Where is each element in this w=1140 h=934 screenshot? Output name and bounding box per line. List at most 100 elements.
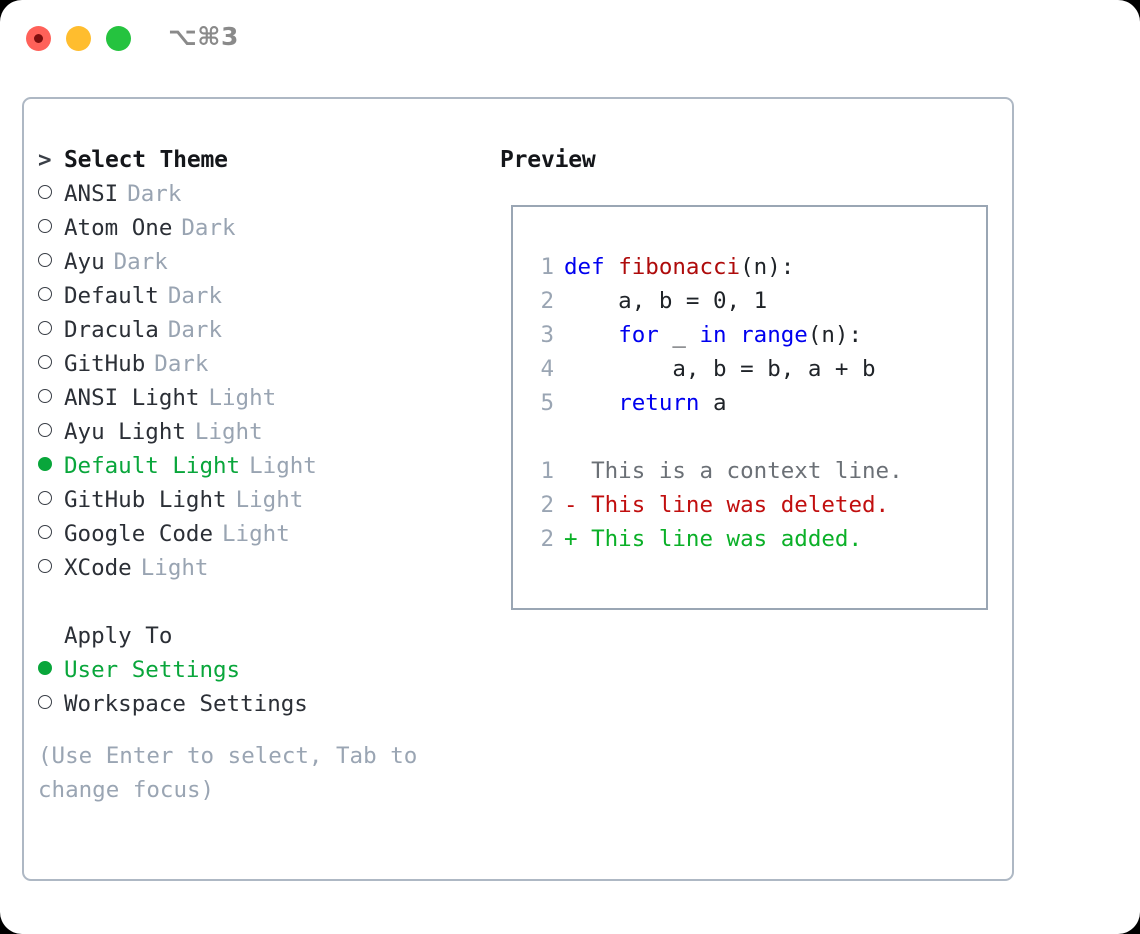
theme-option-label: Atom One [64,215,173,241]
theme-option-default-light[interactable]: Default Light Light [38,453,488,487]
theme-option-default[interactable]: Default Dark [38,283,488,317]
preview-title: Preview [500,147,596,173]
minimize-button[interactable] [66,26,91,51]
line-number: 3 [540,322,554,348]
radio-marker [38,389,52,403]
theme-option-atom-one[interactable]: Atom One Dark [38,215,488,249]
diff-marker [564,458,578,484]
theme-option-ansi-light[interactable]: ANSI Light Light [38,385,488,419]
radio-marker [38,695,52,709]
keyboard-hint: (Use Enter to select, Tab to change focu… [38,743,431,803]
theme-option-ayu[interactable]: Ayu Dark [38,249,488,283]
line-number: 4 [540,356,554,382]
apply-to-title: Apply To [64,623,173,649]
radio-unselected-icon[interactable] [38,283,64,309]
code-token [727,322,741,348]
theme-option-label: Default [64,283,159,309]
radio-selected-icon[interactable] [38,657,64,683]
diff-line: 2+ This line was added. [524,522,903,556]
diff-line: 2- This line was deleted. [524,488,903,522]
radio-unselected-icon[interactable] [38,181,64,207]
radio-marker [38,321,52,335]
maximize-button[interactable] [106,26,131,51]
radio-unselected-icon[interactable] [38,249,64,275]
traffic-lights [26,26,131,51]
theme-option-variant-tag: Light [235,487,304,513]
select-theme-header: > Select Theme [38,147,488,181]
theme-option-variant-tag: Dark [113,249,168,275]
radio-unselected-icon[interactable] [38,487,64,513]
radio-unselected-icon[interactable] [38,419,64,445]
theme-option-label: XCode [64,555,132,581]
radio-marker [38,661,52,675]
radio-unselected-icon[interactable] [38,521,64,547]
apply-to-option-label: User Settings [64,657,241,683]
line-number: 1 [540,458,554,484]
line-number: 1 [540,254,554,280]
theme-option-variant-tag: Dark [154,351,209,377]
radio-marker [38,559,52,573]
radio-marker [38,423,52,437]
theme-option-variant-tag: Light [208,385,277,411]
diff-text: This is a context line. [577,458,903,484]
code-token: range [740,322,808,348]
line-number: 2 [540,526,554,552]
theme-option-label: Ayu [64,249,105,275]
theme-option-label: Google Code [64,521,214,547]
code-token: (n): [807,322,863,348]
code-token [564,322,618,348]
theme-option-variant-tag: Dark [127,181,182,207]
code-token: for [618,322,659,348]
code-token: return [618,390,700,416]
radio-marker [38,287,52,301]
radio-unselected-icon[interactable] [38,215,64,241]
code-token: def [564,254,619,280]
radio-marker [38,219,52,233]
theme-option-label: ANSI Light [64,385,200,411]
theme-option-ansi[interactable]: ANSI Dark [38,181,488,215]
theme-option-label: Dracula [64,317,159,343]
theme-option-variant-tag: Light [140,555,209,581]
theme-option-variant-tag: Dark [167,283,223,309]
radio-unselected-icon[interactable] [38,691,64,717]
code-line: 2 a, b = 0, 1 [524,284,903,318]
radio-marker [38,457,52,471]
radio-marker [38,253,52,267]
code-token: a, b = 0, 1 [564,288,768,314]
radio-unselected-icon[interactable] [38,555,64,581]
radio-marker [38,491,52,505]
radio-unselected-icon[interactable] [38,351,64,377]
theme-option-label: Default Light [64,453,241,479]
radio-marker [38,185,52,199]
code-blank-line [524,420,903,454]
line-number: 2 [540,288,554,314]
theme-option-label: ANSI [64,181,119,207]
code-token [564,390,618,416]
radio-selected-icon[interactable] [38,453,64,479]
diff-line: 1 This is a context line. [524,454,903,488]
radio-unselected-icon[interactable] [38,385,64,411]
radio-unselected-icon[interactable] [38,317,64,343]
diff-marker: - [564,492,578,518]
window-titlebar: ⌥⌘3 [0,0,1140,78]
apply-to-option-user-settings[interactable]: User Settings [38,657,488,691]
theme-option-variant-tag: Dark [181,215,236,241]
code-line: 4 a, b = b, a + b [524,352,903,386]
theme-option-google-code[interactable]: Google Code Light [38,521,488,555]
close-button[interactable] [26,26,51,51]
apply-to-option-workspace-settings[interactable]: Workspace Settings [38,691,488,725]
theme-option-xcode[interactable]: XCode Light [38,555,488,589]
theme-option-variant-tag: Light [249,453,317,479]
hint-spacer [38,725,488,739]
theme-option-variant-tag: Light [222,521,290,547]
line-number: 5 [540,390,554,416]
